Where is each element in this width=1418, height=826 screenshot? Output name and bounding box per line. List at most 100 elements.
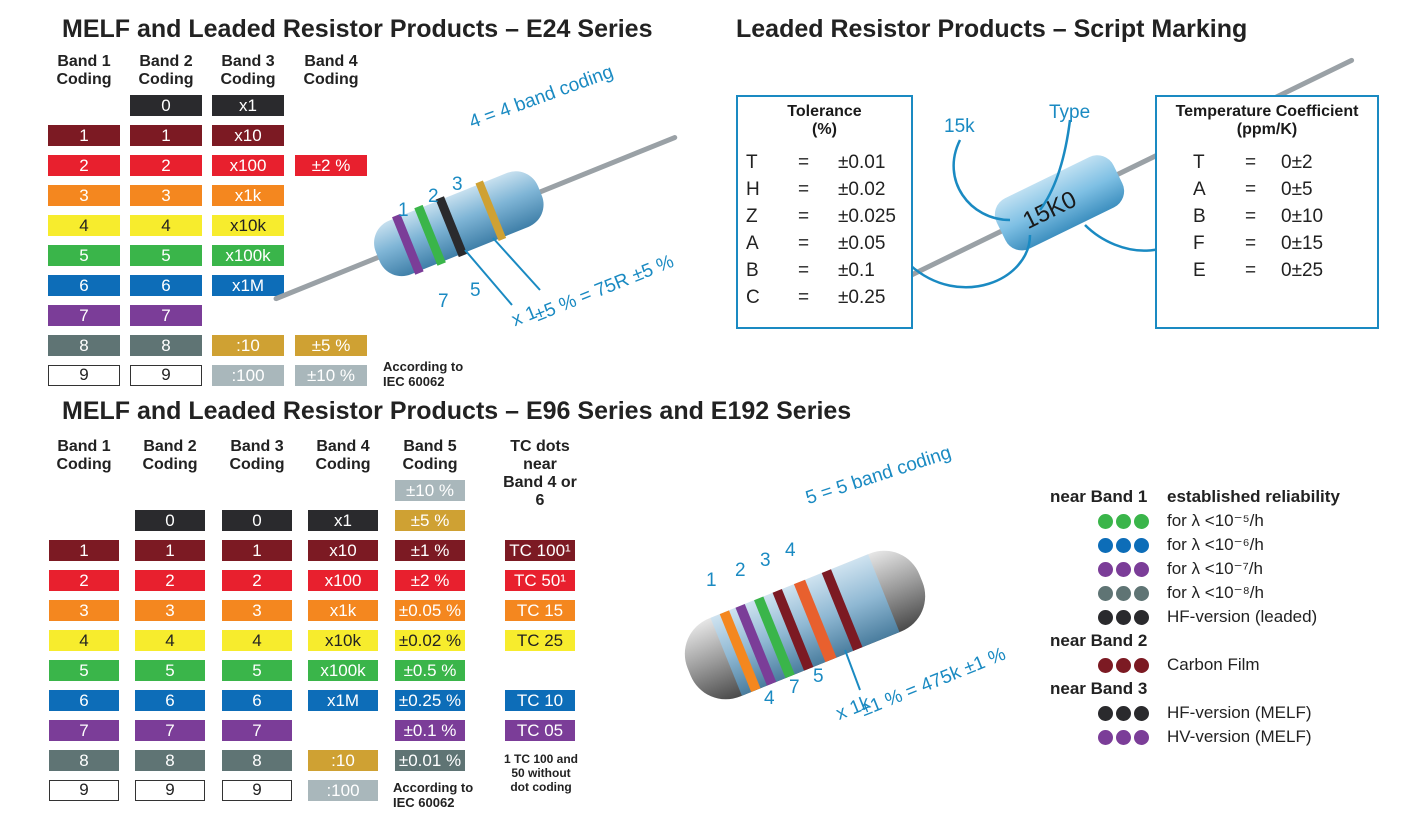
- e96-cell: TC 25: [505, 630, 575, 651]
- tolerance-title: Tolerance (%): [787, 103, 862, 138]
- tolerance-row-code: A: [746, 233, 759, 254]
- tc-row-value: 0±15: [1281, 233, 1324, 254]
- color-dot-icon: [1116, 610, 1131, 626]
- e24-cell: 6: [48, 275, 120, 296]
- e24-digit-3: 3: [452, 174, 463, 195]
- legend-dots: [1098, 537, 1152, 555]
- e96-cell: ±0.5 %: [395, 660, 465, 681]
- title-e96: MELF and Leaded Resistor Products – E96 …: [62, 397, 852, 425]
- legend-item-text: Carbon Film: [1167, 655, 1260, 674]
- leaded-resistor-illustration: [273, 135, 678, 306]
- tc-row-equals: =: [1245, 179, 1257, 200]
- e96-cell: :10: [308, 750, 378, 771]
- e96-lower-7: 7: [789, 677, 800, 698]
- color-dot-icon: [1098, 730, 1113, 746]
- e24-cell: 5: [130, 245, 202, 266]
- e24-cell: 8: [130, 335, 202, 356]
- e96-cell: ±1 %: [395, 540, 465, 561]
- e96-cell: 2: [222, 570, 292, 591]
- script-resistor-body: [994, 155, 1125, 251]
- e24-cell: x10k: [212, 215, 284, 236]
- e96-cell: TC 05: [505, 720, 575, 741]
- e96-cell: 7: [49, 720, 119, 741]
- tolerance-row-value: ±0.025: [838, 206, 896, 227]
- legend-dots: [1098, 513, 1152, 531]
- melf-band-orange: [793, 579, 837, 663]
- e96-cell: ±5 %: [395, 510, 465, 531]
- tc-row-value: 0±25: [1281, 260, 1324, 281]
- e96-cell: 2: [135, 570, 205, 591]
- e24-cell: 0: [130, 95, 202, 116]
- e96-cell: 6: [135, 690, 205, 711]
- e96-digit-4: 4: [785, 540, 796, 561]
- tolerance-row-equals: =: [798, 260, 810, 281]
- e96-cell: 5: [222, 660, 292, 681]
- tc-title: Temperature Coefficient (ppm/K): [1175, 103, 1359, 138]
- melf-band-violet: [735, 604, 777, 686]
- tolerance-row-code: H: [746, 179, 760, 200]
- e96-cell: 9: [49, 780, 119, 801]
- e96-cell: x10: [308, 540, 378, 561]
- color-dot-icon: [1098, 538, 1113, 554]
- e24-lower-5: 5: [470, 280, 481, 301]
- legend-item-text: for λ <10⁻⁷/h: [1167, 559, 1263, 578]
- e96-cell: ±0.01 %: [395, 750, 465, 771]
- tolerance-row-value: ±0.1: [838, 260, 875, 281]
- legend-dots: [1098, 585, 1152, 603]
- color-dot-icon: [1098, 562, 1113, 578]
- e96-cell: TC 15: [505, 600, 575, 621]
- legend-item-text: for λ <10⁻⁸/h: [1167, 583, 1264, 602]
- color-dot-icon: [1098, 658, 1113, 674]
- color-dot-icon: [1116, 562, 1131, 578]
- resistor-body: [374, 171, 544, 277]
- legend-item-text: for λ <10⁻⁵/h: [1167, 511, 1264, 530]
- e24-cell: x100: [212, 155, 284, 176]
- color-dot-icon: [1098, 586, 1113, 602]
- e96-digit-2: 2: [735, 560, 746, 581]
- e24-cell: ±5 %: [295, 335, 367, 356]
- e24-cell: 1: [48, 125, 120, 146]
- legend-group-label: near Band 3: [1050, 679, 1148, 698]
- melf-band-brown: [772, 589, 814, 671]
- tc-row-code: B: [1193, 206, 1206, 227]
- tc-row-equals: =: [1245, 206, 1257, 227]
- e96-cell: 3: [222, 600, 292, 621]
- legend-dots: [1098, 729, 1152, 747]
- tolerance-row-value: ±0.01: [838, 152, 886, 173]
- legend-dots: [1098, 561, 1152, 579]
- color-dot-icon: [1098, 706, 1113, 722]
- e96-cell: 5: [49, 660, 119, 681]
- e96-cell: 1: [135, 540, 205, 561]
- e96-note: According to IEC 60062: [393, 780, 474, 810]
- tc-footnote: 1 TC 100 and 50 without dot coding: [503, 752, 579, 794]
- color-dot-icon: [1116, 706, 1131, 722]
- e96-cell: x1: [308, 510, 378, 531]
- e96-cell: 8: [49, 750, 119, 771]
- legend-item-text: HF-version (MELF): [1167, 703, 1312, 722]
- e96-lower-4: 4: [764, 688, 775, 709]
- label-15k: 15k: [944, 116, 975, 137]
- e96-cell: 1: [49, 540, 119, 561]
- tc-row-equals: =: [1245, 152, 1257, 173]
- e96-cell: 8: [222, 750, 292, 771]
- e24-lower-7: 7: [438, 291, 449, 312]
- tolerance-row-equals: =: [798, 206, 810, 227]
- tolerance-row-value: ±0.25: [838, 287, 886, 308]
- e96-lower-5: 5: [813, 666, 824, 687]
- e96-cell: x100k: [308, 660, 378, 681]
- e24-cell: 2: [130, 155, 202, 176]
- color-dot-icon: [1098, 514, 1113, 530]
- e96-cell: ±10 %: [395, 480, 465, 501]
- e24-cell: ±2 %: [295, 155, 367, 176]
- e24-cell: 9: [130, 365, 202, 386]
- e96-cell: :100: [308, 780, 378, 801]
- color-dot-icon: [1098, 610, 1113, 626]
- e24-cell: x10: [212, 125, 284, 146]
- legend-item-text: for λ <10⁻⁶/h: [1167, 535, 1264, 554]
